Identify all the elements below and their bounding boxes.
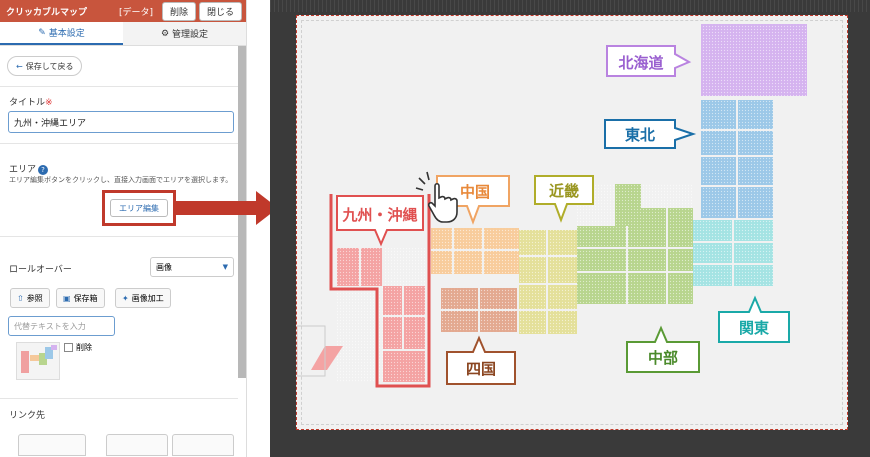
title-label: タイトル※ [9,95,53,108]
region-kinki[interactable] [519,230,577,334]
required-mark: ※ [45,98,53,108]
region-shikoku[interactable] [441,288,517,332]
delete-button[interactable]: 削除 [161,1,196,21]
editor-top-strip [270,0,870,12]
label-kanto[interactable]: 関東 [718,295,790,343]
tab-admin-settings[interactable]: ⚙ 管理設定 [123,22,246,45]
divider [0,236,238,237]
label-hokkaido-text: 北海道 [618,54,663,72]
link-label: リンク先 [9,411,46,421]
region-chubu[interactable] [577,184,693,304]
map-thumbnail-icon [21,345,57,373]
rollover-thumbnail [16,342,60,380]
divider [0,86,238,87]
region-hokkaido[interactable] [701,24,807,96]
gear-icon: ⚙ [160,28,170,39]
tab-bar: ✎ 基本設定 ⚙ 管理設定 [0,22,246,46]
alt-text-input[interactable]: 代替テキストを入力 [8,316,115,336]
title-label-text: タイトル [9,98,46,108]
image-edit-label: 画像加工 [131,293,164,303]
area-note: エリア編集ボタンをクリックし、直接入力画面でエリアを選択します。 [9,176,233,184]
region-tohoku[interactable] [701,100,773,218]
link-option-button[interactable] [106,434,168,456]
japan-map: 北海道 東北 関東 中部 近畿 中国 四国 九州・沖縄 [297,24,807,388]
rollover-select[interactable]: 画像 ▼ [150,257,234,277]
settings-panel: クリッカブルマップ [データ] 削除 閉じる ✎ 基本設定 ⚙ 管理設定 ← 保… [0,0,247,457]
link-option-button[interactable] [18,434,86,456]
okinawa-frame [297,325,326,377]
rollover-select-value: 画像 [156,262,172,272]
panel-title: クリッカブルマップ [6,7,88,18]
label-shikoku-text: 四国 [466,360,496,378]
close-button[interactable]: 閉じる [198,1,242,21]
question-circle-icon[interactable]: ? [38,164,49,175]
label-chugoku-text: 中国 [460,183,490,201]
label-shikoku[interactable]: 四国 [446,335,516,385]
area-label: エリア? [9,162,49,175]
tab-basic-settings[interactable]: ✎ 基本設定 [0,22,123,45]
region-okinawa[interactable] [311,346,343,370]
region-kanto[interactable] [693,220,773,286]
area-edit-button[interactable]: エリア編集 [110,199,168,217]
browse-button[interactable]: ⇧ 参照 [10,288,50,308]
hand-pointer-icon [415,171,458,223]
data-link[interactable]: [データ] [118,7,153,18]
inbox-icon: ▣ [63,293,71,303]
title-input[interactable]: 九州・沖縄エリア [8,111,234,133]
caret-down-icon: ▼ [222,263,228,271]
pointer-arrow [176,201,258,215]
save-and-back-label: 保存して戻る [25,61,74,71]
divider [0,398,238,399]
magic-wand-icon: ✦ [122,293,129,303]
label-kyushu[interactable]: 九州・沖縄 [336,195,424,247]
tab-label: 管理設定 [172,30,209,40]
divider [0,143,238,144]
storage-box-button[interactable]: ▣ 保存箱 [56,288,105,308]
label-kinki-text: 近畿 [549,182,579,200]
delete-checkbox-label: 削除 [76,343,92,352]
area-label-text: エリア [9,165,37,175]
region-chugoku[interactable] [431,228,519,274]
label-kyushu-text: 九州・沖縄 [341,206,417,224]
save-and-back-button[interactable]: ← 保存して戻る [7,56,83,76]
label-chubu[interactable]: 中部 [626,325,700,373]
label-kinki[interactable]: 近畿 [534,175,594,223]
checkbox-box[interactable] [64,343,73,352]
pencil-square-icon: ✎ [38,27,46,38]
label-hokkaido[interactable]: 北海道 [606,45,692,77]
label-tohoku[interactable]: 東北 [604,119,697,149]
link-option-button[interactable] [172,434,234,456]
storage-box-label: 保存箱 [73,293,98,303]
upload-icon: ⇧ [17,293,24,303]
browse-label: 参照 [26,293,43,303]
arrow-left-icon: ← [16,61,23,71]
image-edit-button[interactable]: ✦ 画像加工 [115,288,171,308]
panel-header: クリッカブルマップ [データ] 削除 閉じる [0,0,246,22]
label-kanto-text: 関東 [739,319,769,337]
delete-checkbox[interactable]: 削除 [64,342,92,353]
tab-label: 基本設定 [48,29,85,39]
label-tohoku-text: 東北 [625,126,655,144]
region-kyushu-okinawa[interactable] [329,194,431,388]
rollover-label: ロールオーバー [9,265,72,275]
label-chubu-text: 中部 [648,349,678,367]
highlight-frame [102,190,176,226]
